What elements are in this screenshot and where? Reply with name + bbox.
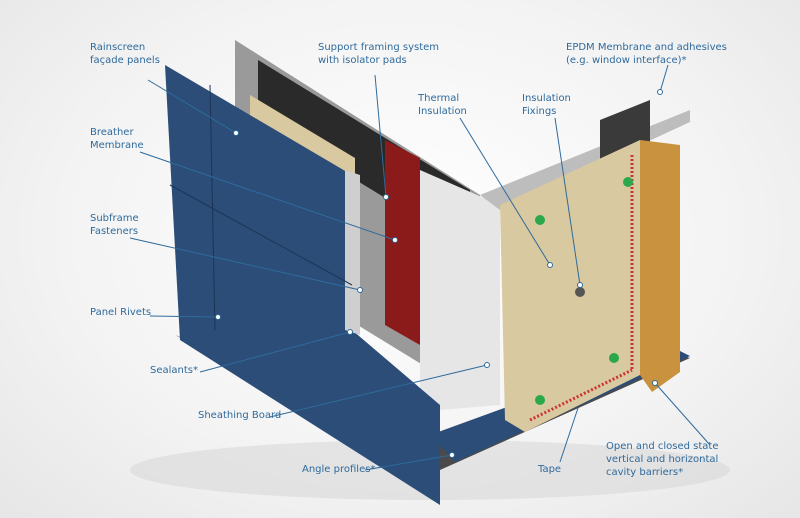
label-thermal-insulation: Thermal Insulation [418, 93, 467, 117]
label-sheathing-board: Sheathing Board [198, 410, 282, 421]
cavity-barrier [640, 140, 680, 392]
label-insulation-fixings: Insulation Fixings [522, 93, 571, 117]
label-sealants: Sealants* [150, 365, 199, 376]
label-tape: Tape [538, 464, 562, 475]
leader-lines [129, 64, 711, 471]
label-subframe-fasteners: Subframe Fasteners [90, 213, 139, 237]
insulation-fixing-icons [535, 177, 633, 405]
label-cavity-barriers: Open and closed state vertical and horiz… [606, 441, 719, 478]
insulation-fixing [575, 287, 585, 297]
label-rainscreen: Rainscreen façade panels [90, 42, 160, 66]
tape-horizontal [529, 368, 633, 422]
panel-joint [209, 84, 216, 331]
label-support-framing: Support framing system with isolator pad… [318, 42, 440, 66]
label-breather-membrane: Breather Membrane [90, 127, 144, 151]
breather-membrane [385, 140, 420, 345]
label-panel-rivets: Panel Rivets [90, 307, 152, 318]
callout-dots [215, 89, 663, 458]
thermal-insulation [500, 140, 640, 432]
panel-edge [345, 170, 360, 335]
sheathing-board [420, 170, 500, 410]
facade-panels [165, 65, 440, 505]
label-angle-profiles: Angle profiles* [302, 464, 376, 475]
label-epdm-membrane: EPDM Membrane and adhesives (e.g. window… [566, 42, 727, 66]
panel-joint [169, 184, 353, 286]
